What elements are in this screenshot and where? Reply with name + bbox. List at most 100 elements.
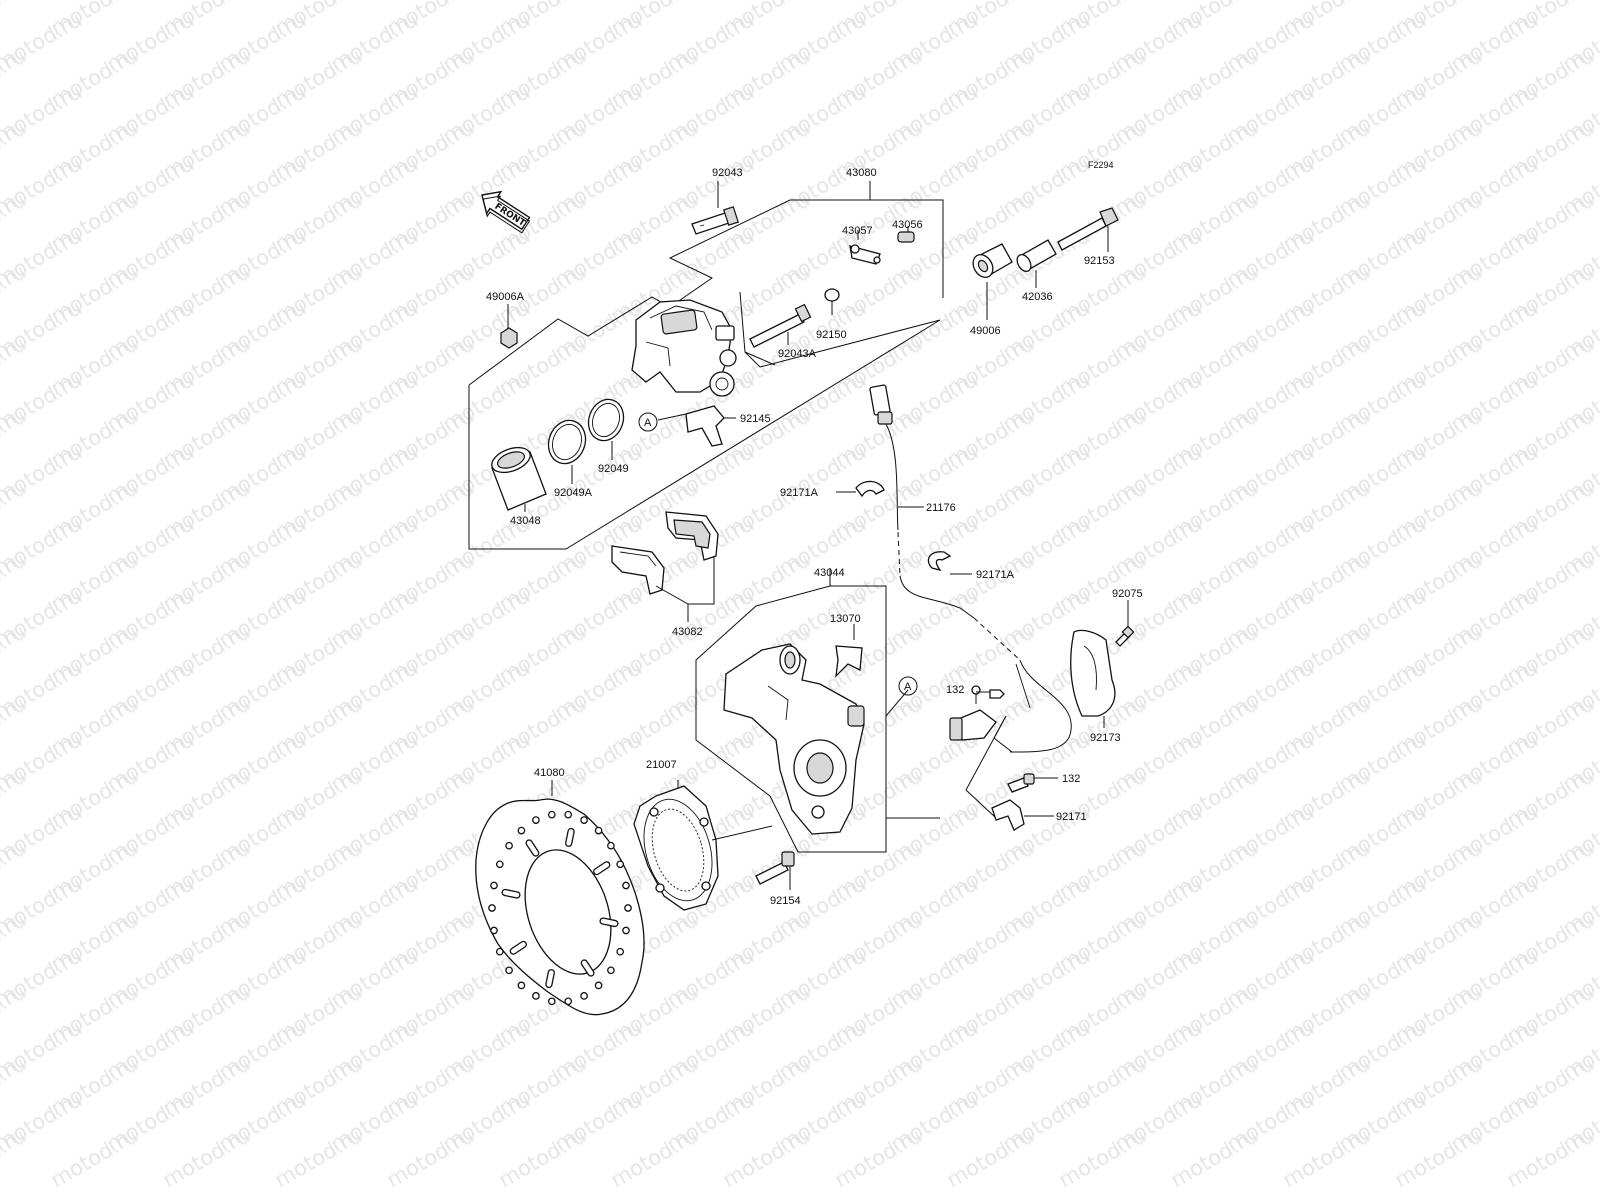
spring-92145: A (638, 405, 736, 447)
watermark-text: motod.ru (383, 1123, 478, 1192)
caliper-bracket-group (695, 568, 940, 853)
bolt-92153 (1057, 207, 1119, 252)
watermark-text: motod.ru (1503, 1123, 1598, 1192)
label-49006: 49006 (970, 325, 1001, 337)
bleeder-cap-43056 (897, 226, 915, 243)
watermark-text: motod.ru (271, 1123, 366, 1192)
disc-hole (564, 997, 573, 1006)
disc-hole (532, 992, 540, 1000)
disc-hole (580, 992, 588, 1000)
label-43048: 43048 (510, 515, 541, 527)
label-92171: 92171 (1056, 811, 1087, 823)
label-92145: 92145 (740, 413, 771, 425)
disc-hole (607, 966, 615, 975)
label-92043A: 92043A (778, 348, 817, 360)
disc-slot (501, 888, 521, 899)
ref-a-bottom: A (904, 681, 912, 693)
label-92171A-right: 92171A (976, 569, 1015, 581)
label-92173: 92173 (1090, 732, 1121, 744)
bracket-43057 (849, 230, 881, 265)
watermark-text: motod.ru (1167, 1123, 1262, 1192)
disc-hole (488, 904, 496, 912)
disc-hole (505, 841, 513, 850)
guard-92173 (1070, 629, 1116, 728)
collar-42036 (1016, 239, 1057, 288)
label-43057: 43057 (842, 225, 873, 237)
disc-slot (580, 959, 595, 977)
watermark-text: motod.ru (719, 1123, 814, 1192)
watermark-text: motod.ru (943, 1123, 1038, 1192)
bolt-132-lower (1007, 773, 1058, 793)
watermark-text: motod.ru (607, 1123, 702, 1192)
disc-hole (495, 860, 504, 869)
label-132-lower: 132 (1062, 773, 1080, 785)
part-labels: 92043 43080 43057 43056 49006A 92150 920… (486, 167, 1143, 907)
disc-hole (517, 826, 526, 835)
label-21176: 21176 (926, 502, 956, 514)
clamp-92171 (991, 799, 1054, 831)
disc-hole (547, 810, 556, 819)
cap-92150 (824, 288, 840, 315)
bracket-43044: A (723, 643, 918, 835)
label-92049A: 92049A (554, 487, 593, 499)
brake-pads-43082 (611, 511, 719, 622)
disc-hole (564, 810, 573, 819)
label-92154: 92154 (770, 895, 801, 907)
disc-slot (509, 940, 527, 955)
bolt-92154 (711, 825, 795, 890)
clip-13070 (835, 624, 863, 678)
label-92049: 92049 (598, 463, 629, 475)
clamp-92171A-upper (836, 480, 885, 498)
label-43056: 43056 (892, 219, 923, 231)
label-41080: 41080 (534, 767, 565, 779)
figure-code: F2294 (1088, 160, 1114, 170)
watermark-text: motod.ru (159, 1123, 254, 1192)
watermark-text: motod.ru (1391, 1123, 1486, 1192)
piston-43048 (491, 446, 547, 512)
disc-holes (488, 810, 632, 1006)
label-92150: 92150 (816, 329, 847, 341)
label-42036: 42036 (1022, 291, 1053, 303)
caliper-group-bracket (468, 181, 944, 550)
disc-hole (580, 816, 588, 824)
bolt-92075 (1115, 600, 1135, 647)
disc-hole (490, 926, 498, 935)
bolt-92043 (691, 181, 739, 235)
disc-hole (547, 997, 556, 1006)
label-43080: 43080 (846, 167, 877, 179)
disc-slot (565, 827, 575, 847)
abs-sensor (949, 685, 1013, 819)
label-43044: 43044 (814, 567, 845, 579)
watermark-text: motod.ru (47, 1123, 142, 1192)
label-92043: 92043 (712, 167, 743, 179)
disc-hole (532, 816, 540, 824)
disc-slot (593, 861, 611, 876)
abs-rotor-21007 (633, 780, 719, 911)
disc-slot (599, 917, 619, 928)
watermark-text: motod.ru (1055, 1123, 1150, 1192)
bolt-132-upper (976, 689, 1005, 699)
disc-hole (616, 947, 625, 956)
disc-slot (525, 839, 540, 857)
disc-hole (594, 981, 603, 990)
label-92153: 92153 (1084, 255, 1115, 267)
seal-92049A (547, 419, 587, 484)
label-43082: 43082 (672, 626, 703, 638)
pin-92043A (749, 303, 812, 348)
disc-hole (624, 904, 632, 912)
nut-49006A (500, 304, 518, 349)
brake-disc-41080 (475, 780, 645, 1016)
label-92171A-upper: 92171A (780, 487, 819, 499)
disc-hole (490, 881, 498, 890)
sensor-cable-21176 (869, 384, 1072, 753)
label-132-upper: 132 (946, 684, 964, 696)
ref-a-top: A (644, 417, 652, 429)
label-92075: 92075 (1112, 588, 1143, 600)
watermark-text: motod.ru (831, 1123, 926, 1192)
disc-hole (616, 860, 625, 869)
label-13070: 13070 (830, 613, 861, 625)
bushing-49006 (972, 243, 1013, 320)
disc-hole (607, 841, 615, 850)
